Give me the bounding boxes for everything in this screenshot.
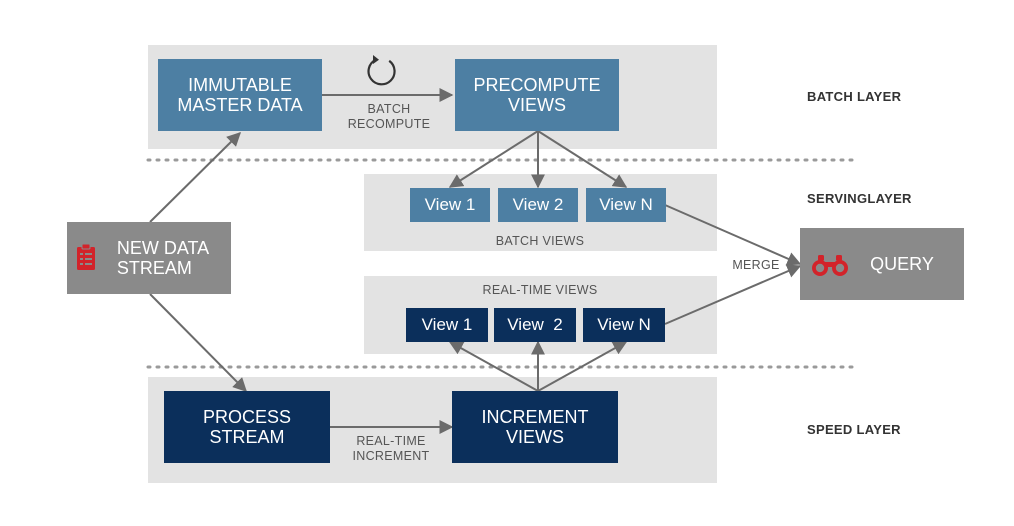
new-data-stream-label: NEW DATA STREAM bbox=[116, 237, 210, 278]
batch-view-2-label: View 2 bbox=[512, 195, 564, 215]
batch-views-caption: BATCH VIEWS bbox=[495, 234, 585, 248]
arrow-precompute-to-viewn bbox=[537, 130, 628, 188]
precompute-views-box: PRECOMPUTE VIEWS bbox=[455, 59, 619, 131]
cycle-arrow-icon bbox=[367, 55, 396, 86]
batch-recompute-label: BATCH RECOMPUTE bbox=[347, 102, 431, 131]
realtime-view-2: View 2 bbox=[494, 308, 576, 342]
arrow-batch-viewn-to-query bbox=[664, 204, 802, 266]
arrow-precompute-to-view1 bbox=[448, 130, 539, 188]
arrow-realtime-viewn-to-query bbox=[664, 264, 802, 325]
arrow-increment-to-viewn bbox=[537, 341, 628, 392]
batch-view-n-label: View N bbox=[599, 195, 653, 215]
process-stream-label: PROCESS STREAM bbox=[202, 406, 292, 447]
realtime-view-1: View 1 bbox=[406, 308, 488, 342]
arrow-stream-to-process bbox=[149, 293, 247, 392]
batch-view-1-label: View 1 bbox=[424, 195, 476, 215]
realtime-view-1-label: View 1 bbox=[421, 315, 473, 335]
realtime-view-2-label: View 2 bbox=[507, 315, 563, 335]
immutable-master-data-label: IMMUTABLE MASTER DATA bbox=[177, 74, 303, 115]
clipboard-icon bbox=[77, 243, 95, 270]
realtime-views-caption: REAL-TIME VIEWS bbox=[482, 283, 598, 297]
batch-layer-label: BATCH LAYER bbox=[807, 89, 902, 104]
increment-views-label: INCREMENT VIEWS bbox=[481, 406, 589, 447]
realtime-increment-label: REAL-TIME INCREMENT bbox=[352, 434, 430, 463]
new-data-stream-box: NEW DATA STREAM bbox=[67, 222, 231, 294]
arrow-stream-to-master bbox=[149, 132, 241, 223]
realtime-view-n-label: View N bbox=[597, 315, 651, 335]
merge-label: MERGE bbox=[732, 258, 780, 272]
precompute-views-label: PRECOMPUTE VIEWS bbox=[473, 74, 601, 115]
binoculars-icon bbox=[812, 255, 848, 276]
arrow-increment-to-view1 bbox=[448, 341, 539, 392]
increment-views-box: INCREMENT VIEWS bbox=[452, 391, 618, 463]
batch-view-2: View 2 bbox=[498, 188, 578, 222]
batch-view-1: View 1 bbox=[410, 188, 490, 222]
speed-layer-label: SPEED LAYER bbox=[807, 422, 901, 437]
query-label: QUERY bbox=[870, 253, 934, 274]
process-stream-box: PROCESS STREAM bbox=[164, 391, 330, 463]
immutable-master-data-box: IMMUTABLE MASTER DATA bbox=[158, 59, 322, 131]
serving-layer-label: SERVINGLAYER bbox=[807, 191, 912, 206]
batch-view-n: View N bbox=[586, 188, 666, 222]
realtime-view-n: View N bbox=[583, 308, 665, 342]
